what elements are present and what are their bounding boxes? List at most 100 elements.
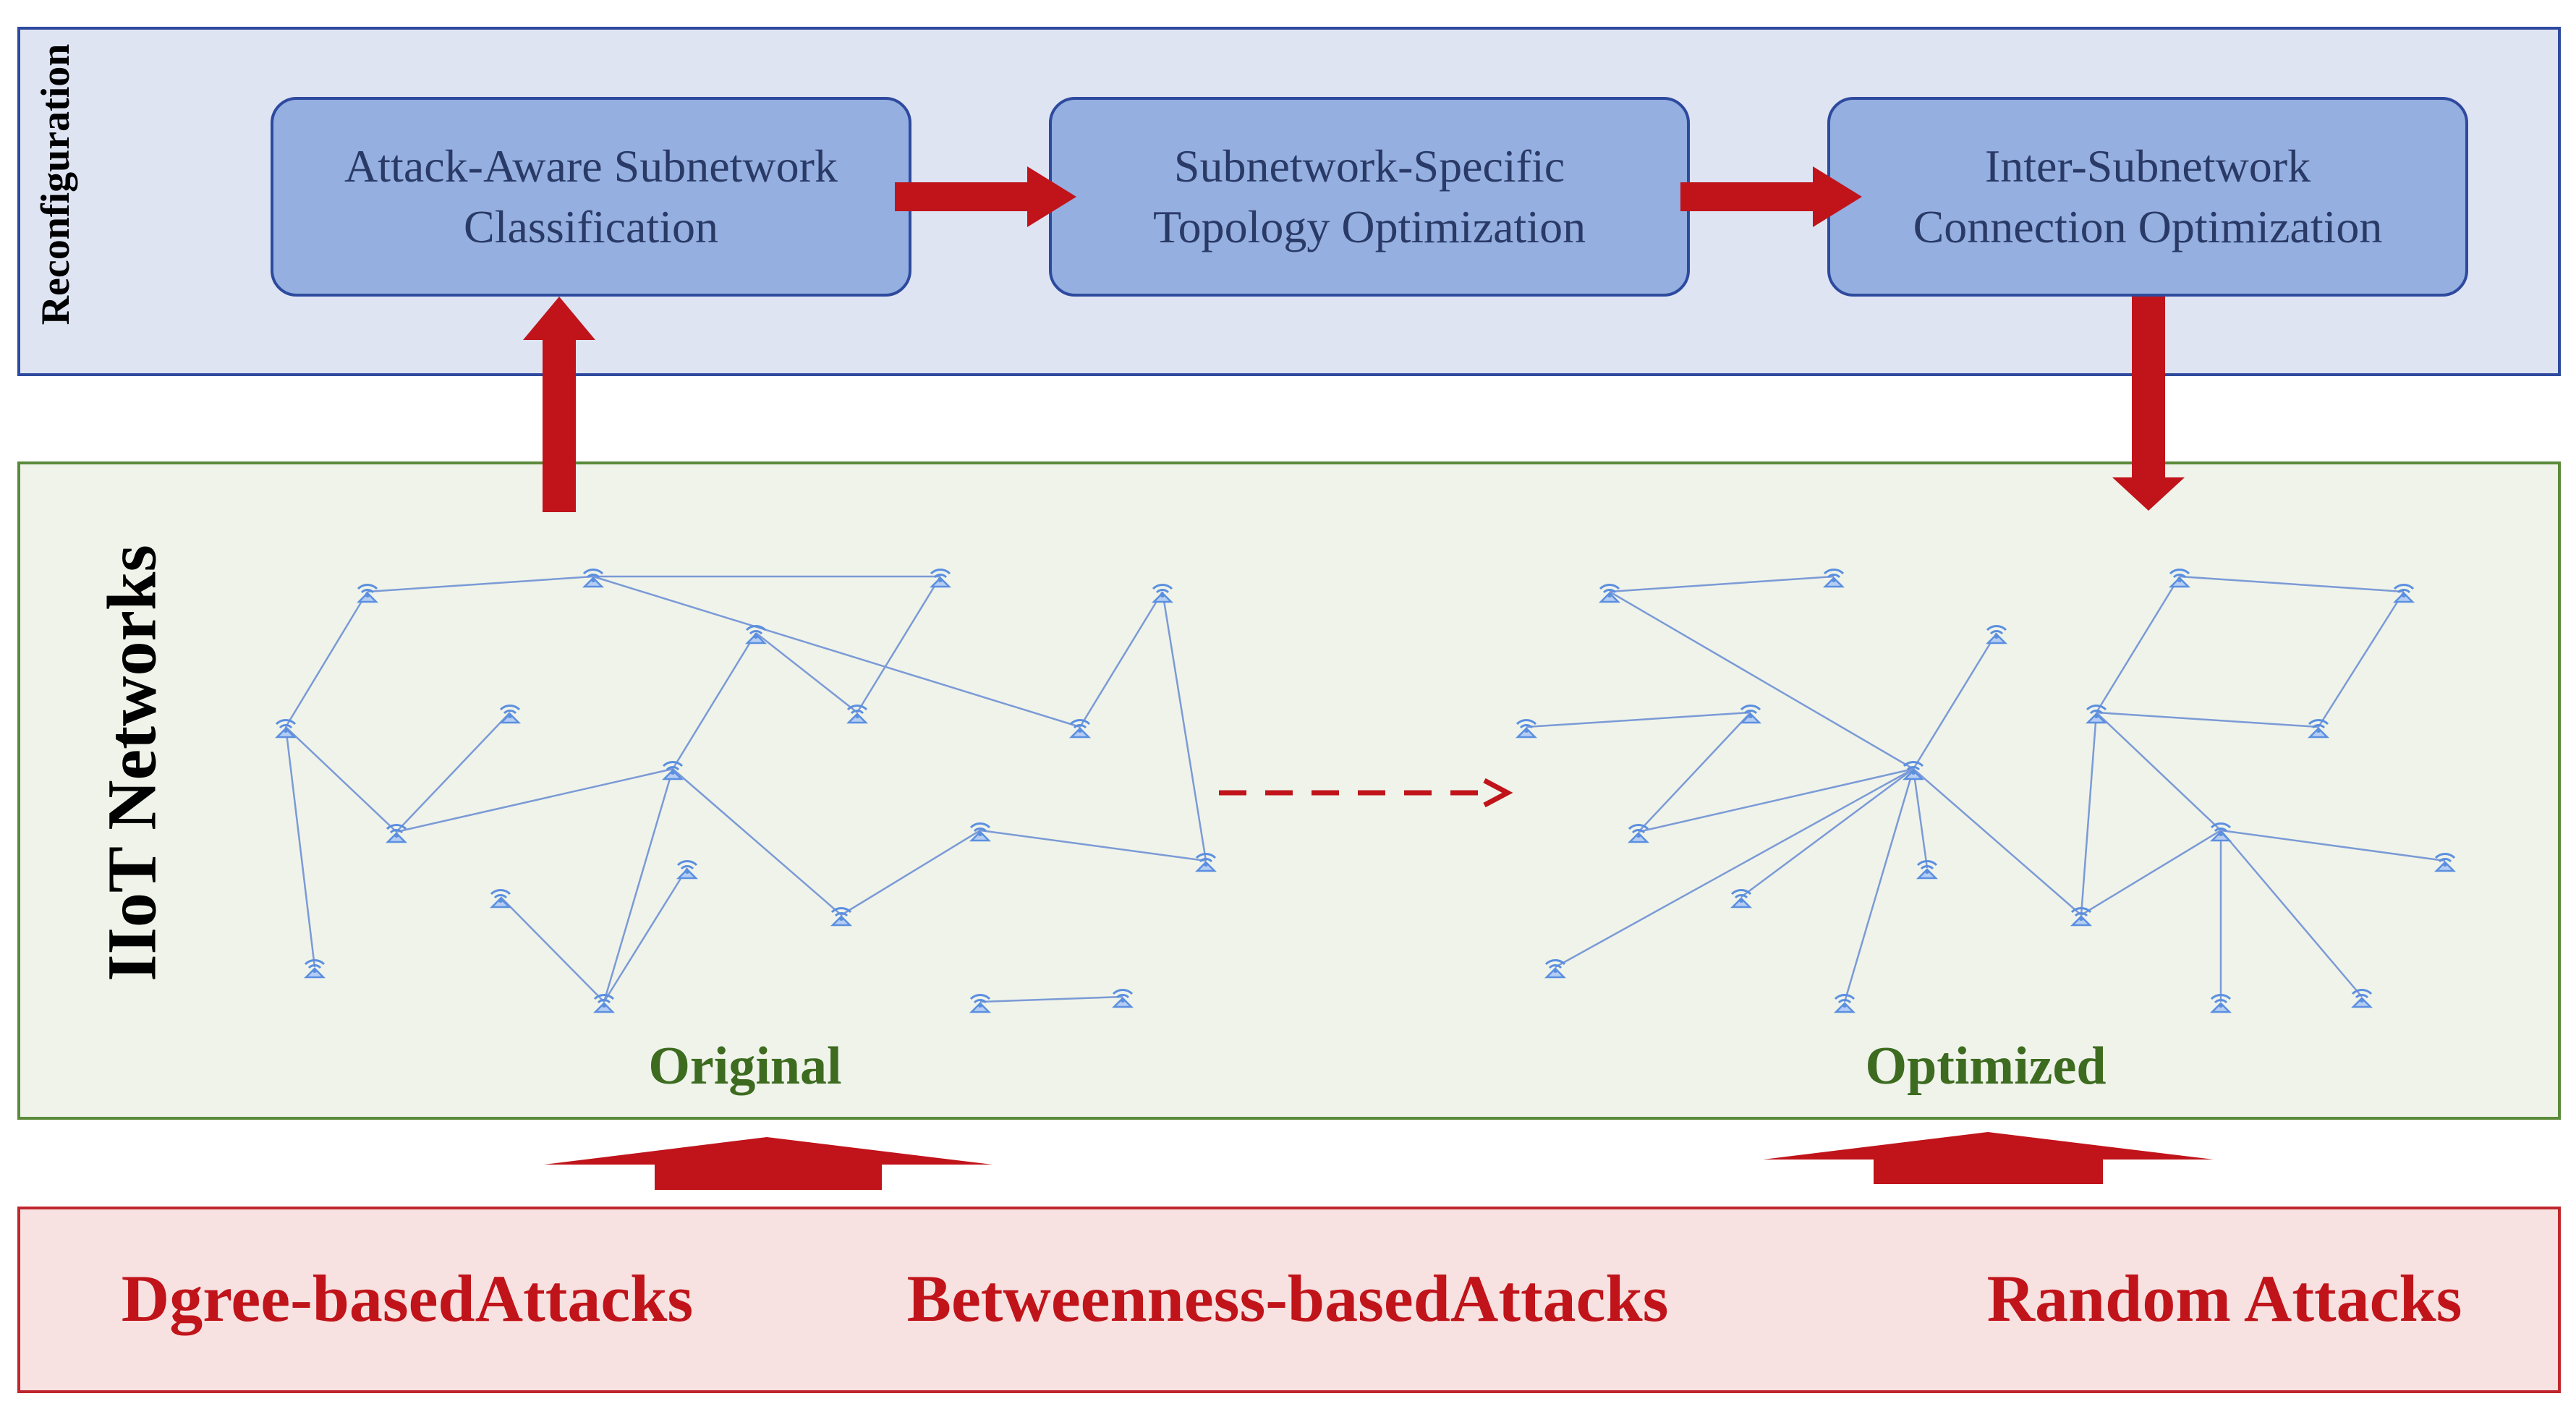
wifi-node-icon (1916, 860, 1939, 880)
optimized-edge (2096, 712, 2222, 831)
wifi-node-icon (1544, 959, 1567, 979)
wifi-node-icon (846, 705, 869, 724)
wifi-node-icon (274, 719, 297, 739)
optimized-edge (2220, 830, 2363, 997)
wifi-node-icon (676, 860, 699, 880)
wifi-node-icon (830, 907, 853, 927)
original-edge (284, 591, 369, 728)
optimized-edge (2095, 576, 2181, 713)
original-edge (284, 726, 316, 968)
optimized-edge (2096, 711, 2319, 728)
original-edge (285, 726, 397, 833)
wifi-node-icon (385, 824, 408, 843)
wifi-node-icon (2168, 569, 2191, 588)
original-edge (979, 829, 1207, 862)
original-edge (396, 712, 511, 833)
optimized-network-edges (1526, 575, 2446, 1003)
original-edge (671, 632, 757, 770)
stage-topology-optimization: Subnetwork-Specific Topology Optimizatio… (1049, 97, 1690, 297)
optimized-network-label: Optimized (1865, 1037, 2107, 1096)
optimized-edge (1740, 767, 1914, 898)
arrow-stage3-to-network (2112, 297, 2185, 511)
optimized-edge (2080, 829, 2222, 916)
original-edge (500, 896, 605, 1003)
arrow-attacks-to-optimized (1763, 1132, 2214, 1184)
stage-connection-optimization: Inter-Subnetwork Connection Optimization (1827, 97, 2468, 297)
wifi-node-icon (969, 994, 992, 1013)
dashed-arrow-head (1483, 778, 1513, 808)
wifi-node-icon (2350, 989, 2373, 1008)
stage-attack-aware-classification: Attack-Aware Subnetwork Classification (271, 97, 911, 297)
original-edge (367, 575, 594, 593)
optimized-edge (1912, 632, 1998, 770)
flow-arrows (523, 166, 2214, 1190)
wifi-node-icon (1833, 994, 1856, 1013)
wifi-node-icon (303, 959, 326, 979)
original-edge (592, 575, 1081, 728)
wifi-node-icon (1627, 824, 1650, 843)
optimized-edge (1638, 712, 1751, 833)
wifi-node-icon (2307, 719, 2330, 739)
original-edge (755, 632, 858, 713)
wifi-node-icon (969, 822, 992, 842)
wifi-node-icon (1194, 853, 1217, 872)
optimized-edge (1526, 711, 1751, 728)
random-attacks-label: Random Attacks (1986, 1262, 2462, 1335)
optimized-edge (2080, 712, 2098, 916)
optimized-edge (1843, 768, 1915, 1003)
original-edge (1079, 591, 1164, 728)
original-edge (603, 768, 674, 1003)
wifi-node-icon (2070, 907, 2093, 927)
wifi-node-icon (489, 889, 512, 909)
wifi-node-icon (2433, 853, 2457, 872)
wifi-node-icon (498, 705, 522, 724)
original-edge (396, 767, 673, 833)
optimized-edge (1609, 590, 1914, 770)
arrow-stage2-to-stage3 (1680, 166, 1862, 227)
optimized-edge (1638, 767, 1914, 833)
wifi-node-icon (1515, 719, 1538, 739)
wifi-node-icon (1902, 761, 1925, 780)
wifi-node-icon (1985, 625, 2008, 644)
optimized-edge (2179, 575, 2405, 593)
wifi-node-icon (2209, 994, 2232, 1013)
original-edge (841, 829, 981, 916)
wifi-node-icon (1822, 569, 1845, 588)
original-network-nodes (274, 569, 1217, 1013)
wifi-node-icon (1730, 889, 1753, 909)
degree-based-attacks-label: Dgree-basedAttacks (121, 1262, 694, 1335)
original-edge (603, 867, 689, 1003)
wifi-node-icon (1068, 719, 1092, 739)
original-network-label: Original (648, 1037, 842, 1096)
original-edge (672, 768, 842, 916)
original-edge (1161, 591, 1207, 861)
wifi-node-icon (592, 994, 616, 1013)
optimized-edge (2220, 829, 2446, 862)
original-network-edges (284, 575, 1207, 1003)
wifi-node-icon (356, 584, 379, 603)
wifi-node-icon (1598, 584, 1621, 603)
optimized-edge (1555, 767, 1914, 969)
attacks-panel (17, 1207, 2561, 1393)
optimized-edge (1913, 768, 2082, 916)
wifi-node-icon (2085, 705, 2108, 724)
betweenness-based-attacks-label: Betweenness-basedAttacks (906, 1262, 1669, 1335)
wifi-node-icon (2209, 822, 2232, 842)
arrow-attacks-to-original (544, 1137, 992, 1190)
optimized-edge (2317, 591, 2405, 728)
original-edge (979, 995, 1123, 1003)
wifi-node-icon (661, 761, 684, 780)
wifi-node-icon (582, 569, 605, 588)
arrow-network-to-stage1 (523, 297, 595, 512)
arrow-stage1-to-stage2 (895, 166, 1076, 227)
wifi-node-icon (1111, 989, 1134, 1008)
wifi-node-icon (929, 569, 952, 588)
optimized-edge (1912, 768, 1929, 869)
optimized-edge (1609, 575, 1835, 593)
original-edge (856, 576, 942, 713)
wifi-node-icon (1739, 705, 1762, 724)
wifi-node-icon (744, 625, 768, 644)
optimized-network-nodes (1515, 569, 2457, 1013)
wifi-node-icon (2392, 584, 2415, 603)
